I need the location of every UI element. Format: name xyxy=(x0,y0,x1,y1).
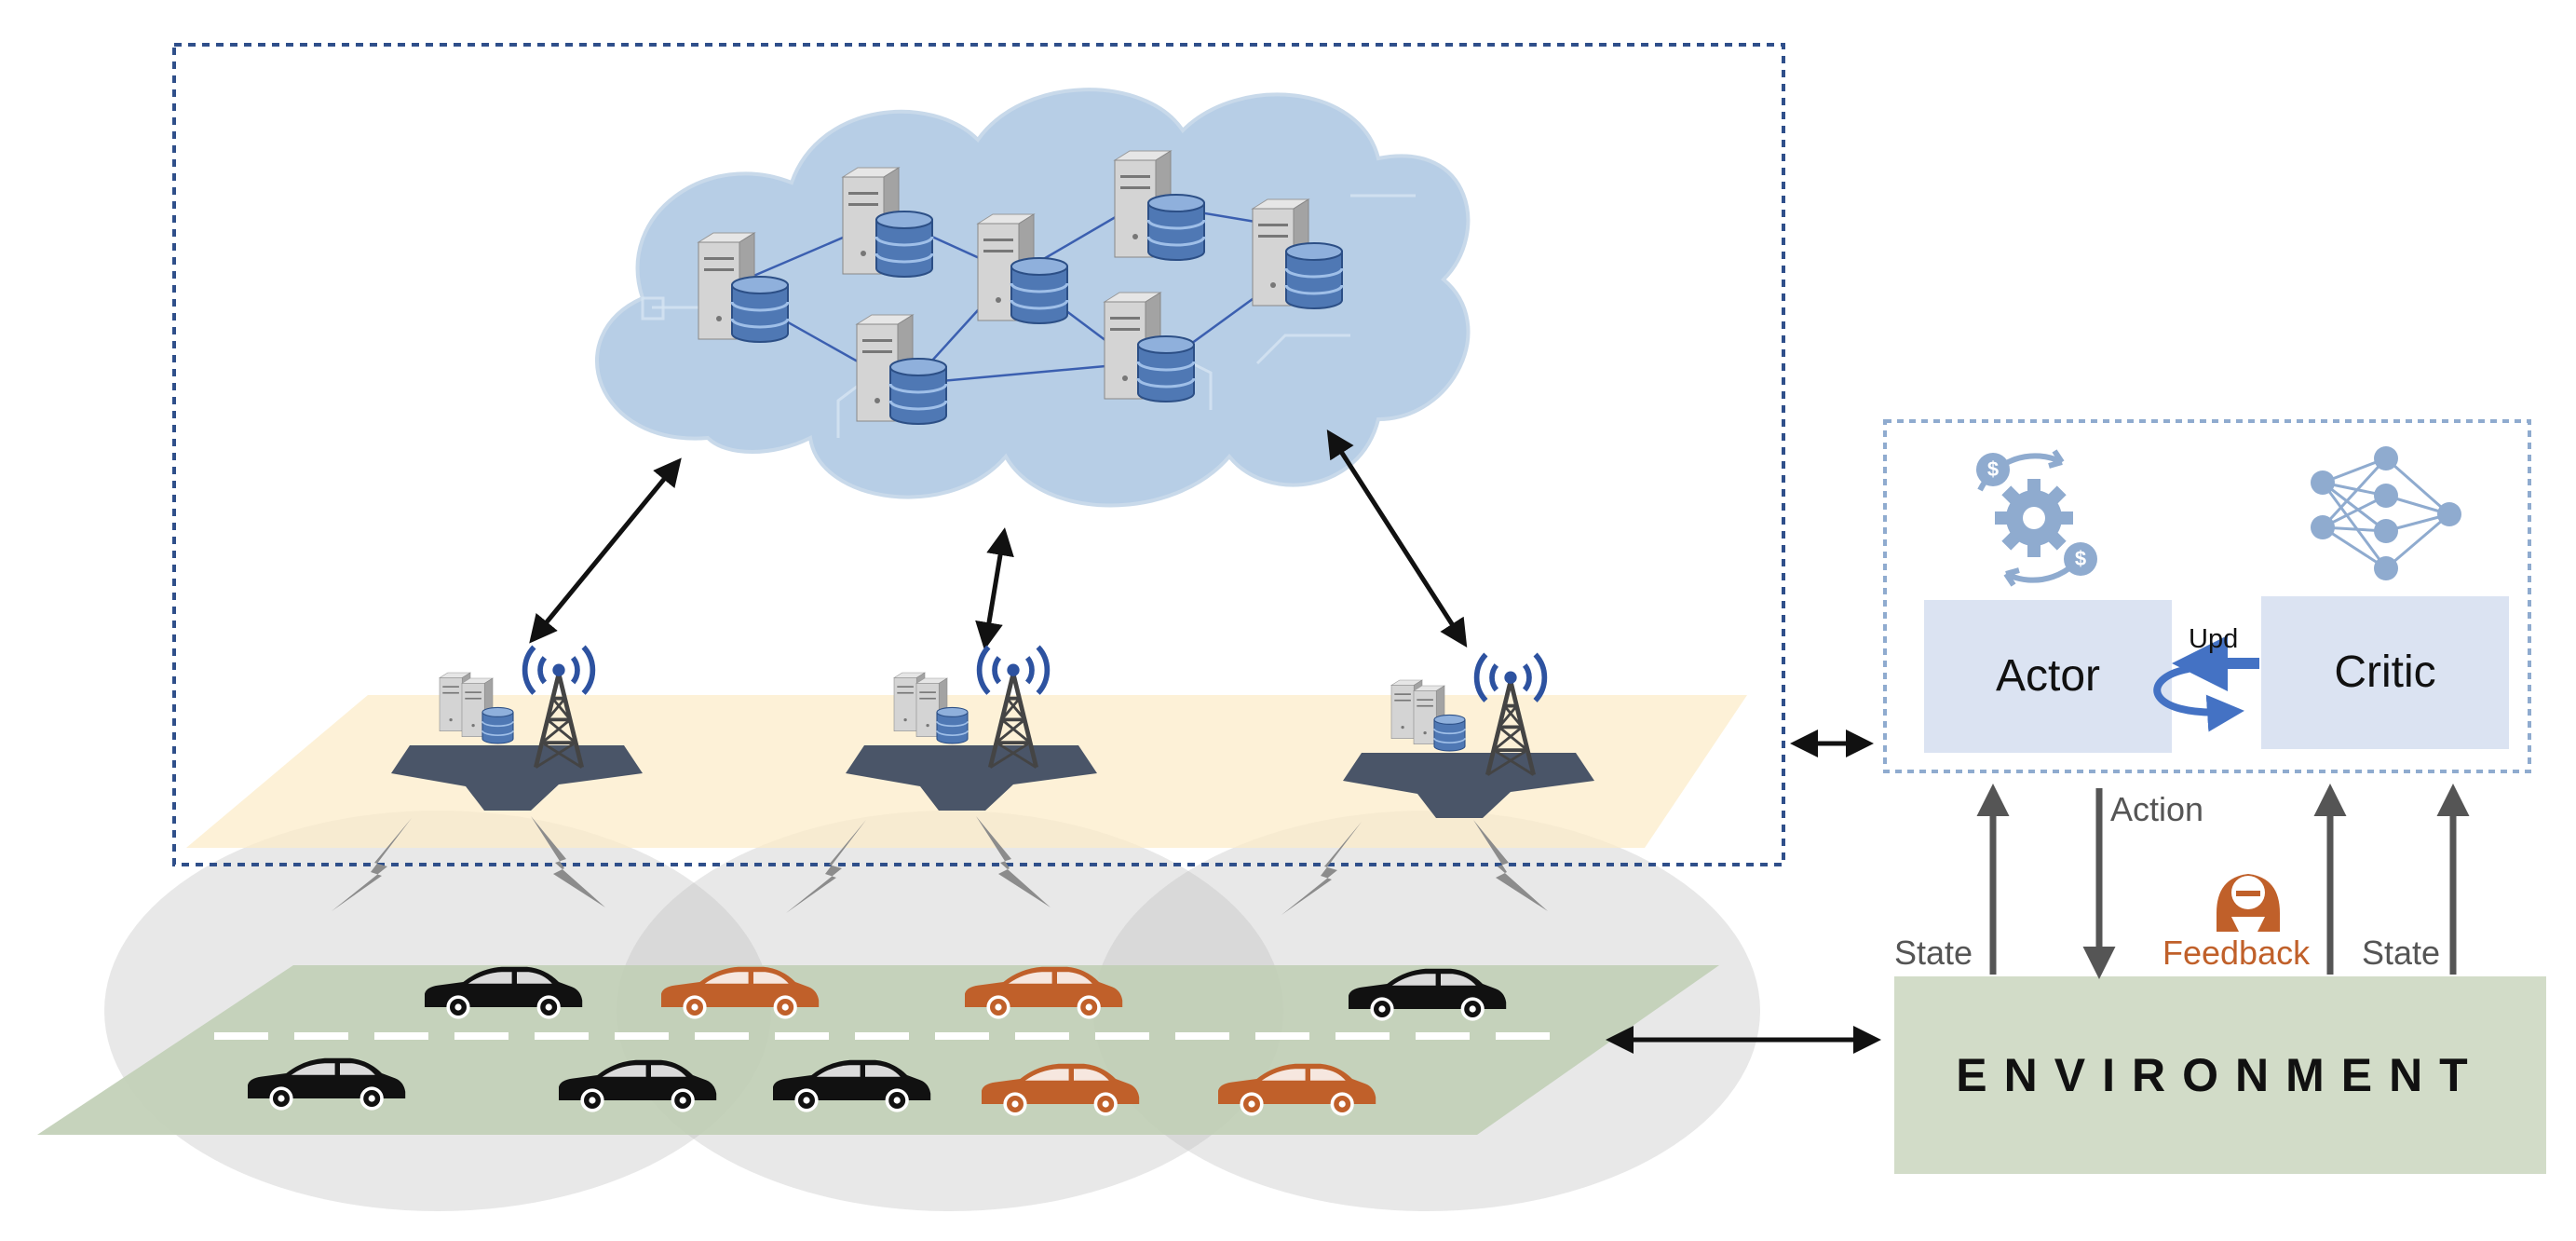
actor-label: Actor xyxy=(1995,651,2101,701)
gear-coin-icon: $ $ xyxy=(1976,449,2097,587)
critic-box xyxy=(2261,596,2509,749)
hacker-icon xyxy=(2217,874,2280,932)
neural-network-icon xyxy=(2311,446,2461,580)
cloud-edge-arrow-3 xyxy=(1326,429,1468,648)
state-label-left: State xyxy=(1894,934,1973,972)
svg-text:$: $ xyxy=(1987,457,1999,481)
environment-box xyxy=(1894,976,2546,1174)
cloud-edge-frame xyxy=(172,43,1785,866)
state-label-right: State xyxy=(2362,934,2441,972)
actor-box xyxy=(1924,600,2172,753)
action-label: Action xyxy=(2110,790,2204,828)
cloud-edge-arrow-2 xyxy=(975,527,1014,650)
update-label: Upd xyxy=(2189,624,2239,654)
cloud-edge-arrow-1 xyxy=(529,457,682,644)
update-arrow-curve xyxy=(2153,665,2244,732)
feedback-label: Feedback xyxy=(2162,934,2311,972)
critic-label: Critic xyxy=(2334,648,2436,697)
environment-label: ENVIRONMENT xyxy=(1956,1049,2485,1101)
svg-text:$: $ xyxy=(2075,547,2086,570)
